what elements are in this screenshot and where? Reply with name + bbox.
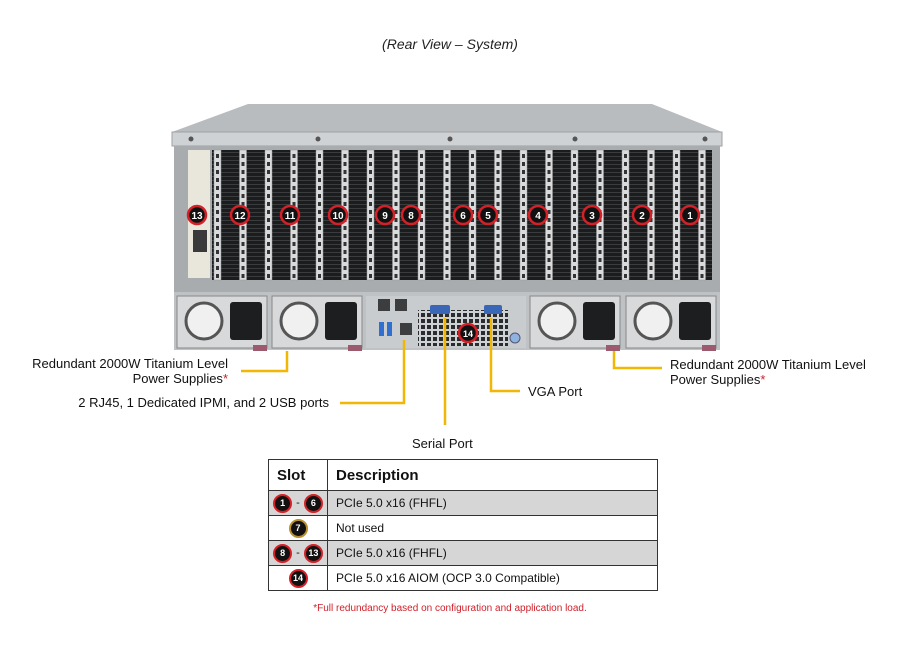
callout-psu-right: Redundant 2000W Titanium Level Power Sup… [670, 357, 866, 387]
header-description: Description [327, 459, 658, 491]
slot-badge: 6 [303, 493, 323, 513]
psu-3 [529, 295, 621, 351]
slot-badge: 8 [273, 543, 293, 563]
slot-badge: 1 [273, 493, 293, 513]
callout-psu-right-line2: Power Supplies [670, 372, 761, 387]
slot-badge: 13 [303, 543, 323, 563]
callout-psu-right-line1: Redundant 2000W Titanium Level [670, 357, 866, 372]
callout-line-vga [489, 318, 520, 393]
slot-bracket [213, 149, 222, 281]
slot-badge-5: 5 [477, 204, 499, 226]
callout-line-psu-right [612, 351, 662, 370]
slot-badge-9: 9 [374, 204, 396, 226]
slot-badge-6: 6 [452, 204, 474, 226]
header-slot: Slot [268, 459, 328, 491]
row-description: PCIe 5.0 x16 (FHFL) [327, 540, 658, 566]
svg-text:5: 5 [485, 211, 491, 222]
svg-text:6: 6 [460, 211, 466, 222]
slot-bracket [443, 149, 451, 281]
slot-table: Slot Description 1-6 PCIe 5.0 x16 (FHFL)… [268, 459, 658, 591]
callout-line-psu-left [241, 351, 289, 373]
slot-bracket [315, 149, 324, 281]
svg-text:8: 8 [408, 211, 414, 222]
svg-text:4: 4 [535, 211, 541, 222]
slot-badge-8: 8 [400, 204, 422, 226]
callout-ports: 2 RJ45, 1 Dedicated IPMI, and 2 USB port… [78, 395, 329, 410]
callout-vga-port: VGA Port [528, 384, 583, 399]
table-row: 14 PCIe 5.0 x16 AIOM (OCP 3.0 Compatible… [268, 565, 658, 591]
slot-badge-4: 4 [527, 204, 549, 226]
slot-badge-12: 12 [229, 204, 251, 226]
svg-text:13: 13 [191, 211, 203, 222]
asterisk: * [760, 372, 766, 387]
callout-psu-left-line1: Redundant 2000W Titanium Level [32, 356, 228, 371]
svg-text:10: 10 [332, 211, 344, 222]
slot-bracket [621, 149, 630, 281]
chassis-top-rail [171, 131, 723, 147]
chassis-lid [172, 104, 722, 132]
svg-text:14: 14 [463, 329, 473, 339]
svg-text:2: 2 [639, 211, 645, 222]
callout-line-ports [340, 340, 406, 405]
svg-text:1: 1 [687, 211, 693, 222]
svg-text:12: 12 [234, 211, 246, 222]
callout-lines [241, 318, 662, 425]
vga-port [484, 305, 502, 314]
slot-bracket [264, 149, 273, 281]
table-row: 1-6 PCIe 5.0 x16 (FHFL) [268, 490, 658, 516]
slot-badge-14: 14 [457, 322, 479, 344]
svg-text:11: 11 [285, 211, 296, 222]
psu-1 [176, 295, 268, 351]
serial-port [430, 305, 450, 314]
slot-badge: 7 [288, 518, 308, 538]
table-row: 7 Not used [268, 515, 658, 541]
callout-serial-port: Serial Port [412, 436, 473, 451]
slot-bracket [366, 149, 375, 281]
row-description: PCIe 5.0 x16 (FHFL) [327, 490, 658, 516]
table-row: 8-13 PCIe 5.0 x16 (FHFL) [268, 540, 658, 566]
svg-text:9: 9 [382, 211, 388, 222]
psu-2 [271, 295, 363, 351]
slot-badge-1: 1 [679, 204, 701, 226]
diagram-title: (Rear View – System) [382, 36, 518, 52]
callout-psu-left-line2: Power Supplies [132, 371, 223, 386]
footnote: *Full redundancy based on configuration … [313, 603, 587, 614]
asterisk: * [222, 371, 228, 386]
slot-badge-11: 11 [279, 204, 301, 226]
slot-badge-10: 10 [327, 204, 349, 226]
slot-badge-2: 2 [631, 204, 653, 226]
slot-badge-13: 13 [186, 204, 208, 226]
slot-bracket [570, 149, 579, 281]
slot-badge-3: 3 [581, 204, 603, 226]
slot-badge: 14 [288, 568, 308, 588]
svg-text:3: 3 [589, 211, 595, 222]
row-description: PCIe 5.0 x16 AIOM (OCP 3.0 Compatible) [327, 565, 658, 591]
psu-4 [625, 295, 717, 351]
slot-bracket [519, 149, 528, 281]
callout-psu-left: Redundant 2000W Titanium Level Power Sup… [32, 356, 228, 386]
row-description: Not used [327, 515, 658, 541]
